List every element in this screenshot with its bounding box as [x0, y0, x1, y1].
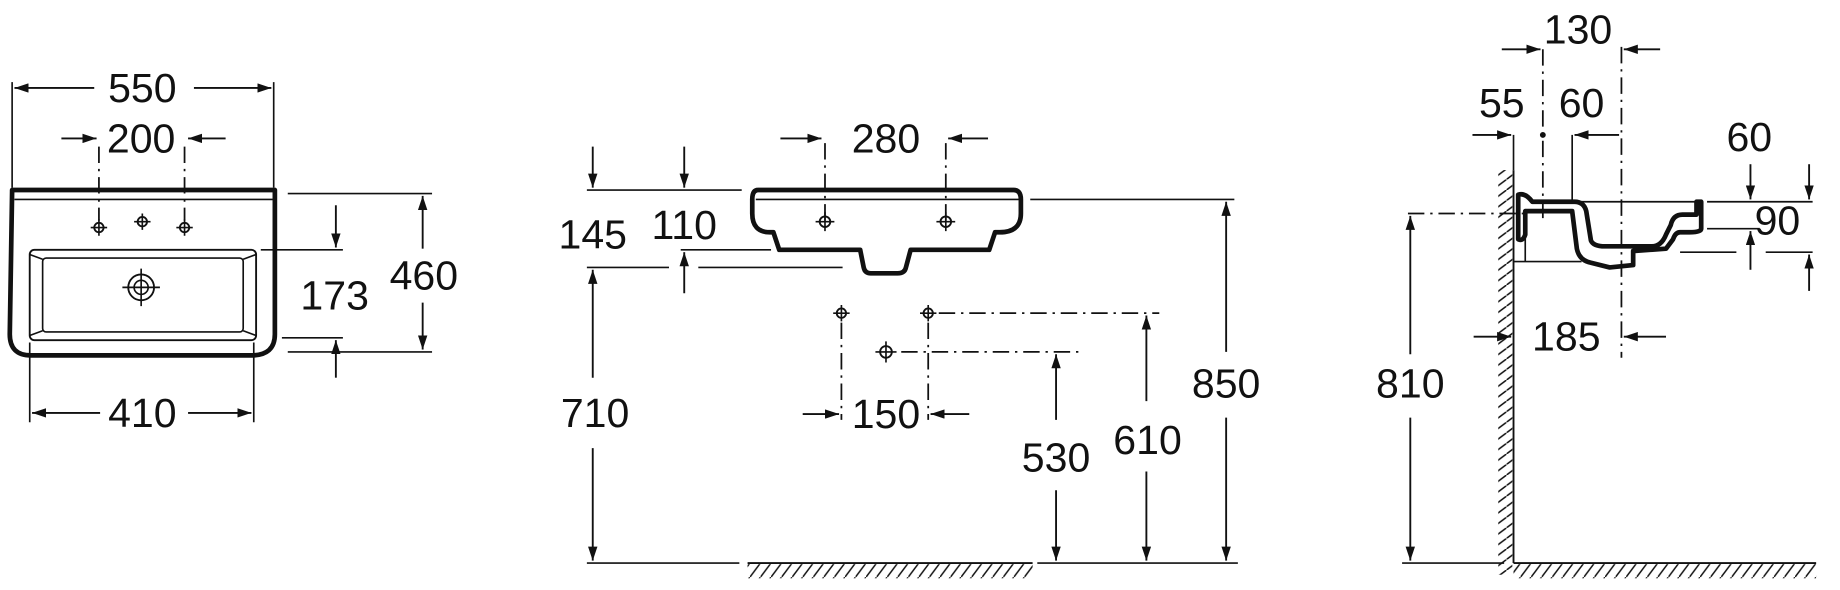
basin-elevation-outline — [749, 187, 1024, 276]
dim-overflow-spacing: 280 — [852, 115, 921, 161]
dim-supply-spacing: 150 — [852, 391, 921, 437]
tap-hole-icons — [90, 213, 193, 236]
basin-profile — [1515, 191, 1704, 270]
dim-wall-to-tap: 55 — [1479, 80, 1525, 126]
plan-view: 550 200 460 173 410 — [7, 65, 458, 436]
drain-icon — [122, 268, 160, 307]
dim-overall-height: 90 — [1755, 198, 1801, 244]
tap-axis-dot — [1539, 131, 1546, 138]
side-view: 130 55 60 60 90 185 810 — [1376, 6, 1817, 579]
bowl-outline — [28, 248, 258, 342]
dim-waste-height: 530 — [1022, 434, 1091, 480]
dim-rim-height: 850 — [1192, 361, 1261, 407]
waste-point-icon — [875, 341, 897, 363]
dim-tap-to-bowl-edge: 60 — [1559, 80, 1605, 126]
dim-overall-depth: 460 — [390, 253, 458, 299]
dim-rim-to-bowl: 110 — [652, 202, 717, 248]
dim-wall-to-waste: 185 — [1532, 314, 1601, 360]
dim-supply-height: 610 — [1113, 417, 1182, 463]
supply-point-icons — [833, 304, 937, 322]
basin-outline — [7, 187, 278, 358]
dim-underside-height: 710 — [561, 390, 630, 436]
dim-rim-thickness: 60 — [1726, 114, 1772, 160]
floor-hatch — [747, 564, 1033, 579]
dim-tap-to-bowl-axis: 130 — [1544, 6, 1613, 52]
dim-overall-width: 550 — [108, 65, 177, 111]
dim-bowl-width: 410 — [108, 390, 177, 436]
dim-tap-hole-spacing: 200 — [107, 115, 176, 161]
wall-hatch — [1498, 170, 1513, 575]
overflow-hole-icons — [815, 212, 956, 232]
dim-fixing-height: 810 — [1376, 361, 1445, 407]
dim-bowl-depth: 173 — [300, 273, 369, 319]
bowl-inner — [41, 257, 245, 333]
dim-basin-height: 145 — [558, 212, 627, 258]
front-elevation: 280 145 110 710 150 530 — [558, 115, 1261, 579]
